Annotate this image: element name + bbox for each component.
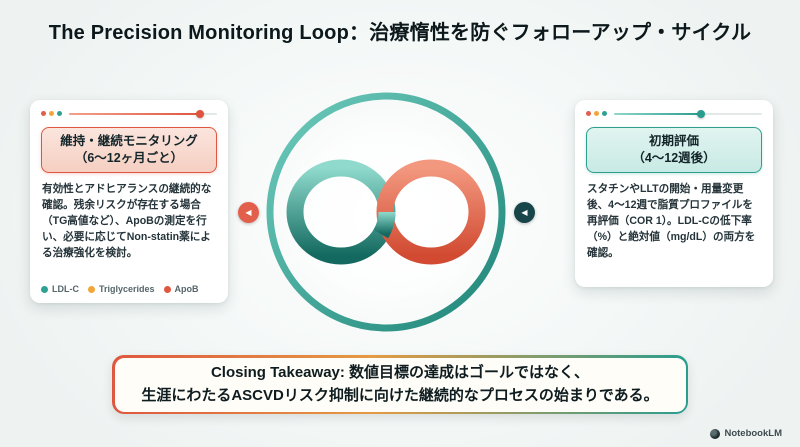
legend-label: ApoB	[174, 284, 199, 294]
maintenance-badge-period: （6〜12ヶ月ごと）	[74, 150, 184, 165]
maintenance-badge-title: 維持・継続モニタリング	[60, 134, 198, 148]
lipid-legend: LDL-C Triglycerides ApoB	[41, 284, 220, 294]
maintenance-card-chrome	[41, 109, 217, 118]
initial-assessment-badge: 初期評価 （4〜12週後）	[586, 127, 762, 173]
closing-line-2: 生涯にわたるASCVDリスク抑制に向けた継続的なプロセスの始まりである。	[141, 386, 659, 404]
legend-item-ldl: LDL-C	[41, 284, 79, 294]
maintenance-description: 有効性とアドヒアランスの継続的な確認。残余リスクが存在する場合（TG高値など）、…	[42, 183, 212, 259]
maintenance-card: 維持・継続モニタリング （6〜12ヶ月ごと） 有効性とアドヒアランスの継続的な確…	[30, 100, 228, 303]
legend-item-apob: ApoB	[163, 284, 199, 294]
window-dots	[586, 111, 607, 116]
slider-track	[69, 112, 217, 115]
arrow-left-icon: ◀	[245, 207, 252, 217]
maintenance-progress-slider	[69, 109, 217, 118]
apob-dot-icon	[163, 285, 171, 293]
closing-takeaway-text: Closing Takeaway: 数値目標の達成はゴールではなく、 生涯にわた…	[114, 357, 686, 412]
ldl-dot-icon	[41, 285, 48, 293]
initial-assessment-badge-period: （4〜12週後）	[632, 150, 716, 165]
window-dot-orange-icon	[49, 111, 54, 116]
closing-line-1: Closing Takeaway: 数値目標の達成はゴールではなく、	[210, 364, 590, 381]
slider-fill	[614, 112, 700, 115]
window-dot-teal-icon	[57, 111, 62, 116]
closing-takeaway-banner: Closing Takeaway: 数値目標の達成はゴールではなく、 生涯にわた…	[112, 355, 688, 414]
arrow-right-icon: ◀	[521, 207, 528, 217]
page-title: The Precision Monitoring Loop：治療惰性を防ぐフォロ…	[48, 22, 752, 44]
initial-assessment-description: スタチンやLLTの開始・用量変更後、4〜12週で脂質プロファイルを再評価（COR…	[587, 183, 756, 259]
initial-assessment-progress-slider	[614, 109, 762, 118]
initial-assessment-card: 初期評価 （4〜12週後） スタチンやLLTの開始・用量変更後、4〜12週で脂質…	[575, 100, 773, 287]
window-dot-orange-icon	[594, 111, 599, 116]
window-dots	[41, 111, 62, 116]
cycle-arrow-right: ◀	[514, 202, 535, 223]
notebooklm-logo-icon	[710, 428, 721, 439]
infinity-loop-graphic	[257, 83, 515, 341]
window-dot-teal-icon	[602, 111, 607, 116]
legend-label: Triglycerides	[99, 284, 155, 294]
slider-knob	[696, 109, 705, 118]
initial-assessment-badge-title: 初期評価	[648, 134, 699, 148]
legend-item-triglycerides: Triglycerides	[88, 284, 155, 294]
legend-label: LDL-C	[52, 284, 79, 294]
triglycerides-dot-icon	[88, 285, 95, 293]
window-dot-red-icon	[41, 111, 46, 116]
cycle-arrow-left: ◀	[238, 202, 259, 223]
initial-assessment-card-chrome	[586, 109, 762, 118]
infinity-loop-svg	[266, 92, 506, 332]
notebooklm-watermark: NotebookLM	[710, 428, 782, 439]
slider-knob	[196, 109, 205, 118]
notebooklm-label: NotebookLM	[724, 428, 782, 439]
maintenance-badge: 維持・継続モニタリング （6〜12ヶ月ごと）	[41, 127, 217, 173]
window-dot-red-icon	[586, 111, 591, 116]
slider-track	[614, 112, 762, 115]
slider-fill	[69, 112, 200, 115]
